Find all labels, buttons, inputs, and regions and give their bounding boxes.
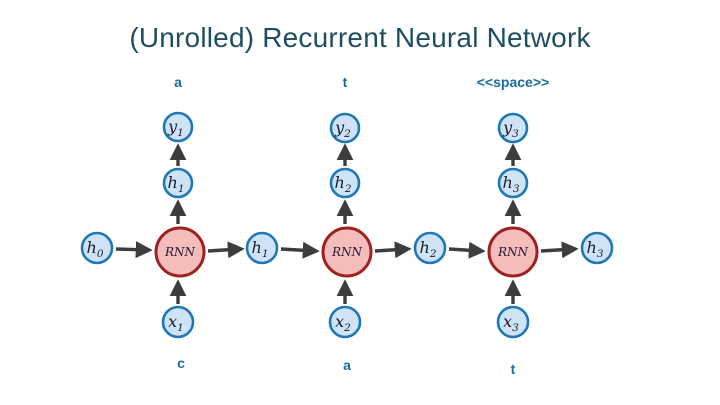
output-label-1: a xyxy=(174,74,182,90)
node-label-h2-top: h2 xyxy=(335,173,352,195)
node-circle-x3 xyxy=(496,305,530,339)
node-circle-h0 xyxy=(80,231,114,265)
slide-title: (Unrolled) Recurrent Neural Network xyxy=(129,22,591,53)
node-circle-h3-mid xyxy=(580,231,614,265)
node-label-y3: y3 xyxy=(502,118,519,140)
node-h3-top: h3 xyxy=(497,167,529,199)
node-h2-mid: h2 xyxy=(413,231,447,265)
node-x2: x2 xyxy=(328,305,362,339)
node-label-h3-top: h3 xyxy=(503,173,520,195)
node-circle-h2-mid xyxy=(413,231,447,265)
node-label-h3-mid: h3 xyxy=(587,238,604,260)
node-label-x2: x2 xyxy=(335,312,351,334)
node-circle-y1 xyxy=(162,111,194,143)
node-circle-h3-top xyxy=(497,167,529,199)
node-circle-rnn2 xyxy=(321,226,373,278)
node-rnn2: RNN xyxy=(321,226,373,278)
node-label-rnn1: RNN xyxy=(164,245,196,259)
node-circle-y3 xyxy=(497,112,529,144)
output-label-2: t xyxy=(343,74,348,90)
node-circle-rnn1 xyxy=(154,226,206,278)
node-rnn3: RNN xyxy=(487,226,539,278)
node-y3: y3 xyxy=(497,112,529,144)
arrow-rnn1-to-h1m xyxy=(207,241,245,259)
node-circle-y2 xyxy=(329,112,361,144)
input-label-3: t xyxy=(511,361,516,377)
node-circle-x1 xyxy=(161,305,195,339)
input-label-1: c xyxy=(177,355,185,371)
arrow-h0-to-rnn1 xyxy=(115,241,153,259)
label-layer: a t <<space>> c a t xyxy=(174,74,549,377)
node-label-y1: y1 xyxy=(167,117,184,139)
node-h2-top: h2 xyxy=(329,167,361,199)
node-y2: y2 xyxy=(329,112,361,144)
node-x1: x1 xyxy=(161,305,195,339)
node-circle-rnn3 xyxy=(487,226,539,278)
arrow-rnn3-to-h3m xyxy=(540,241,579,259)
node-y1: y1 xyxy=(162,111,194,143)
node-label-h2-mid: h2 xyxy=(420,238,437,260)
input-label-2: a xyxy=(343,357,351,373)
output-label-3: <<space>> xyxy=(477,74,549,90)
node-label-x3: x3 xyxy=(503,312,519,334)
node-label-h1-mid: h1 xyxy=(252,238,269,260)
node-label-h1-top: h1 xyxy=(168,173,185,195)
node-label-x1: x1 xyxy=(168,312,184,334)
node-rnn1: RNN xyxy=(154,226,206,278)
node-circle-h1-top xyxy=(162,167,194,199)
node-h3-mid: h3 xyxy=(580,231,614,265)
node-circle-h2-top xyxy=(329,167,361,199)
node-h0: h0 xyxy=(80,231,114,265)
arrow-rnn2-to-h2m xyxy=(374,241,412,259)
arrow-h1m-to-rnn2 xyxy=(280,241,320,259)
node-label-h0: h0 xyxy=(87,238,104,260)
node-circle-x2 xyxy=(328,305,362,339)
node-label-y2: y2 xyxy=(334,118,351,140)
arrow-layer xyxy=(115,143,579,304)
node-label-rnn3: RNN xyxy=(497,245,529,259)
arrow-h2m-to-rnn3 xyxy=(448,241,486,259)
node-circle-h1-mid xyxy=(245,231,279,265)
node-label-rnn2: RNN xyxy=(331,245,363,259)
node-x3: x3 xyxy=(496,305,530,339)
node-h1-top: h1 xyxy=(162,167,194,199)
node-h1-mid: h1 xyxy=(245,231,279,265)
